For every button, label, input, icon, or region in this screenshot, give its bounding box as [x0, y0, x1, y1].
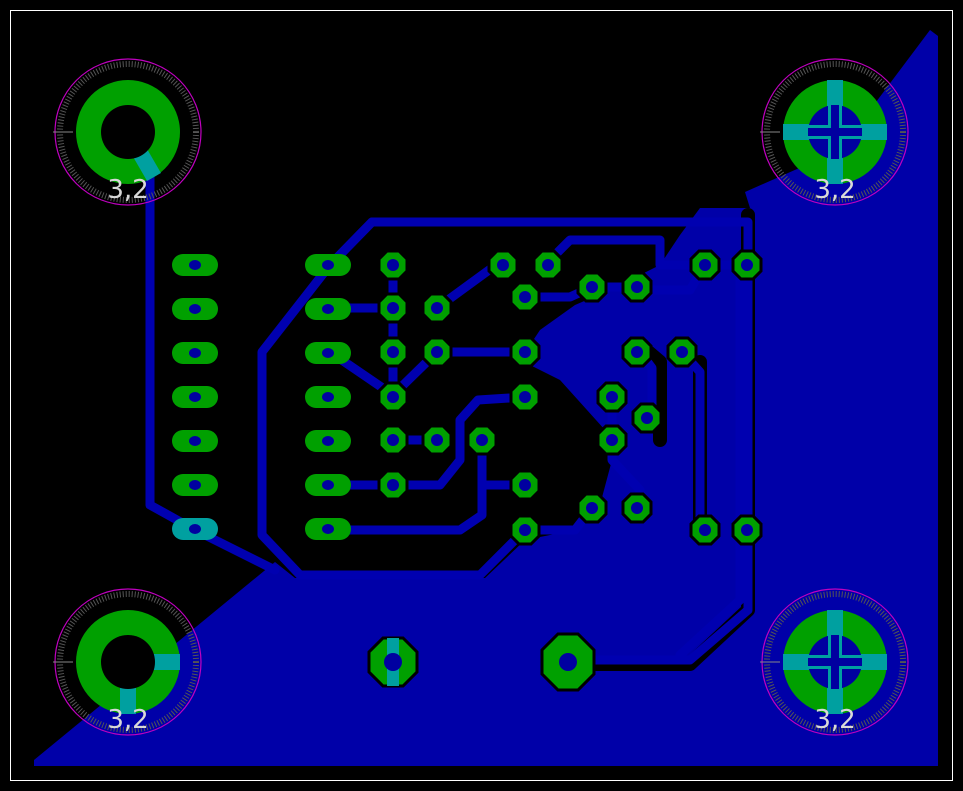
- through-hole-pad: [421, 424, 453, 456]
- mounting-hole-top-left: 3,2: [53, 58, 202, 206]
- large-pads: [367, 632, 596, 692]
- through-hole-pad: [509, 336, 541, 368]
- through-hole-pad: [689, 249, 721, 281]
- through-hole-pad: [377, 292, 409, 324]
- mounting-hole-bottom-right: 3,2: [760, 588, 909, 736]
- board-outline: [10, 10, 953, 781]
- copper-pour: [34, 30, 938, 766]
- through-hole-pad: [377, 424, 409, 456]
- through-hole-pad: [731, 249, 763, 281]
- mounting-hole-top-right: 3,2: [760, 58, 909, 206]
- through-hole-pad: [377, 381, 409, 413]
- through-hole-pad: [596, 424, 628, 456]
- through-hole-pad: [377, 249, 409, 281]
- through-hole-pad: [487, 249, 519, 281]
- mounting-hole-label: 3,2: [107, 175, 148, 205]
- mounting-hole-label: 3,2: [814, 175, 855, 205]
- mounting-holes: 3,2 3,2 3,2 3,2: [53, 58, 909, 736]
- through-hole-pad: [509, 514, 541, 546]
- mounting-hole-label: 3,2: [814, 705, 855, 735]
- through-hole-pad: [509, 381, 541, 413]
- mounting-hole-label: 3,2: [107, 705, 148, 735]
- through-hole-pad: [466, 424, 498, 456]
- smd-pads-left: [172, 254, 218, 540]
- through-hole-pad: [666, 336, 698, 368]
- through-hole-pad: [621, 492, 653, 524]
- through-hole-pad: [576, 271, 608, 303]
- through-hole-pad: [621, 271, 653, 303]
- through-hole-pad: [689, 514, 721, 546]
- through-hole-pad: [421, 292, 453, 324]
- smd-pads-right: [305, 254, 351, 540]
- through-hole-pad: [631, 402, 663, 434]
- through-hole-pad: [532, 249, 564, 281]
- through-hole-pad: [509, 281, 541, 313]
- through-hole-pad: [596, 381, 628, 413]
- through-hole-pad: [377, 469, 409, 501]
- through-hole-pad: [731, 514, 763, 546]
- through-hole-pad: [377, 336, 409, 368]
- mounting-hole-bottom-left: 3,2: [53, 588, 202, 736]
- through-hole-pad: [509, 469, 541, 501]
- through-hole-pad: [421, 336, 453, 368]
- through-hole-pads: [377, 249, 763, 546]
- through-hole-pad: [621, 336, 653, 368]
- through-hole-pad: [576, 492, 608, 524]
